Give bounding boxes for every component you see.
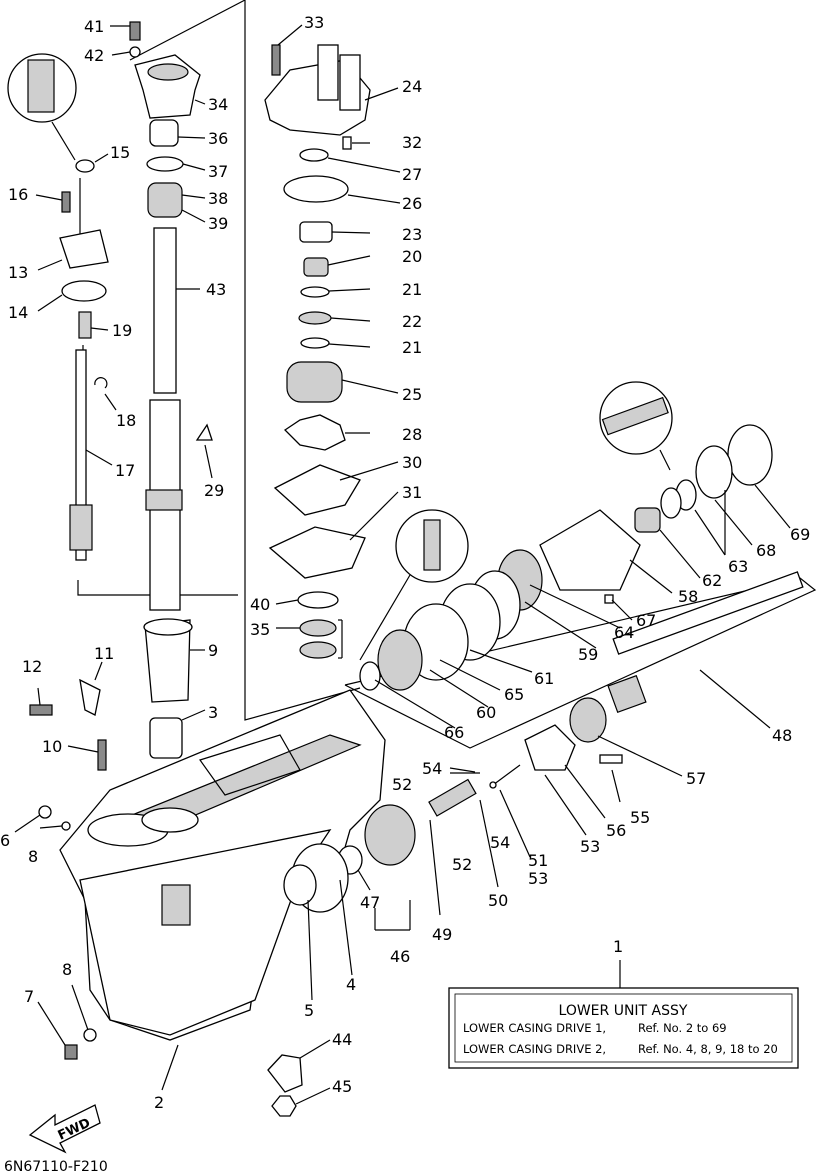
assy-title: LOWER UNIT ASSY — [559, 1003, 688, 1019]
callout-leaders — [14, 24, 791, 1105]
callout-5: 5 — [304, 1001, 314, 1020]
callout-21a: 21 — [402, 280, 422, 299]
callout-62: 62 — [702, 571, 722, 590]
lower-casing-part — [59, 689, 386, 1041]
callout-37: 37 — [208, 162, 228, 181]
callout-16: 16 — [8, 185, 28, 204]
callout-31: 31 — [402, 483, 422, 502]
callout-4: 4 — [346, 975, 356, 994]
assy-row-1-ref: Ref. No. 2 to 69 — [638, 1021, 727, 1035]
assy-row-2-name: LOWER CASING DRIVE 2, — [463, 1042, 606, 1056]
callout-labels: 41 42 34 36 37 38 39 15 16 13 14 19 43 1… — [0, 13, 810, 1112]
callout-58: 58 — [678, 587, 698, 606]
callout-53b: 53 — [580, 837, 600, 856]
callout-8b: 8 — [62, 960, 72, 979]
callout-51: 51 — [528, 851, 548, 870]
callout-66: 66 — [444, 723, 464, 742]
callout-47: 47 — [360, 893, 380, 912]
callout-15: 15 — [110, 143, 130, 162]
callout-10: 10 — [42, 737, 62, 756]
assy-ref-number: 1 — [613, 937, 623, 956]
callout-13: 13 — [8, 263, 28, 282]
callout-38: 38 — [208, 189, 228, 208]
callout-64: 64 — [614, 623, 634, 642]
callout-50: 50 — [488, 891, 508, 910]
callout-61: 61 — [534, 669, 554, 688]
callout-59: 59 — [578, 645, 598, 664]
callout-68: 68 — [756, 541, 776, 560]
propeller-shaft-parts — [267, 381, 804, 1117]
assy-row-1-name: LOWER CASING DRIVE 1, — [463, 1021, 606, 1035]
callout-65: 65 — [504, 685, 524, 704]
callout-2: 2 — [154, 1093, 164, 1112]
callout-48: 48 — [772, 726, 792, 745]
upper-left-parts — [7, 21, 213, 759]
callout-7: 7 — [24, 987, 34, 1006]
callout-44: 44 — [332, 1030, 352, 1049]
callout-52a: 52 — [392, 775, 412, 794]
callout-21b: 21 — [402, 338, 422, 357]
callout-22: 22 — [402, 312, 422, 331]
callout-63: 63 — [728, 557, 748, 576]
fwd-arrow: FWD — [28, 1104, 101, 1154]
misc-small-parts — [29, 678, 107, 1060]
callout-19: 19 — [112, 321, 132, 340]
callout-54b: 54 — [490, 833, 510, 852]
callout-45: 45 — [332, 1077, 352, 1096]
callout-49: 49 — [432, 925, 452, 944]
callout-42: 42 — [84, 46, 104, 65]
callout-69: 69 — [790, 525, 810, 544]
callout-40: 40 — [250, 595, 270, 614]
callout-53a: 53 — [528, 869, 548, 888]
callout-24: 24 — [402, 77, 422, 96]
callout-34: 34 — [208, 95, 228, 114]
diagram-code: 6N67110-F210 — [4, 1159, 108, 1175]
callout-43: 43 — [206, 280, 226, 299]
callout-20: 20 — [402, 247, 422, 266]
assy-info-box: 1 LOWER UNIT ASSY LOWER CASING DRIVE 1, … — [448, 937, 799, 1069]
callout-46: 46 — [390, 947, 410, 966]
callout-9: 9 — [208, 641, 218, 660]
water-pump-parts — [264, 44, 371, 659]
callout-12: 12 — [22, 657, 42, 676]
callout-60: 60 — [476, 703, 496, 722]
callout-26: 26 — [402, 194, 422, 213]
callout-18: 18 — [116, 411, 136, 430]
callout-8a: 8 — [28, 847, 38, 866]
callout-30: 30 — [402, 453, 422, 472]
callout-3: 3 — [208, 703, 218, 722]
callout-52b: 52 — [452, 855, 472, 874]
callout-28: 28 — [402, 425, 422, 444]
callout-54a: 54 — [422, 759, 442, 778]
callout-39: 39 — [208, 214, 228, 233]
callout-36: 36 — [208, 129, 228, 148]
callout-67: 67 — [636, 611, 656, 630]
callout-29: 29 — [204, 481, 224, 500]
callout-56: 56 — [606, 821, 626, 840]
callout-25: 25 — [402, 385, 422, 404]
callout-14: 14 — [8, 303, 28, 322]
callout-55: 55 — [630, 808, 650, 827]
callout-33: 33 — [304, 13, 324, 32]
callout-17: 17 — [115, 461, 135, 480]
callout-6: 6 — [0, 831, 10, 850]
callout-57: 57 — [686, 769, 706, 788]
callout-11: 11 — [94, 644, 114, 663]
callout-23: 23 — [402, 225, 422, 244]
callout-35: 35 — [250, 620, 270, 639]
callout-27: 27 — [402, 165, 422, 184]
callout-32: 32 — [402, 133, 422, 152]
assy-row-2-ref: Ref. No. 4, 8, 9, 18 to 20 — [638, 1042, 778, 1056]
callout-41: 41 — [84, 17, 104, 36]
